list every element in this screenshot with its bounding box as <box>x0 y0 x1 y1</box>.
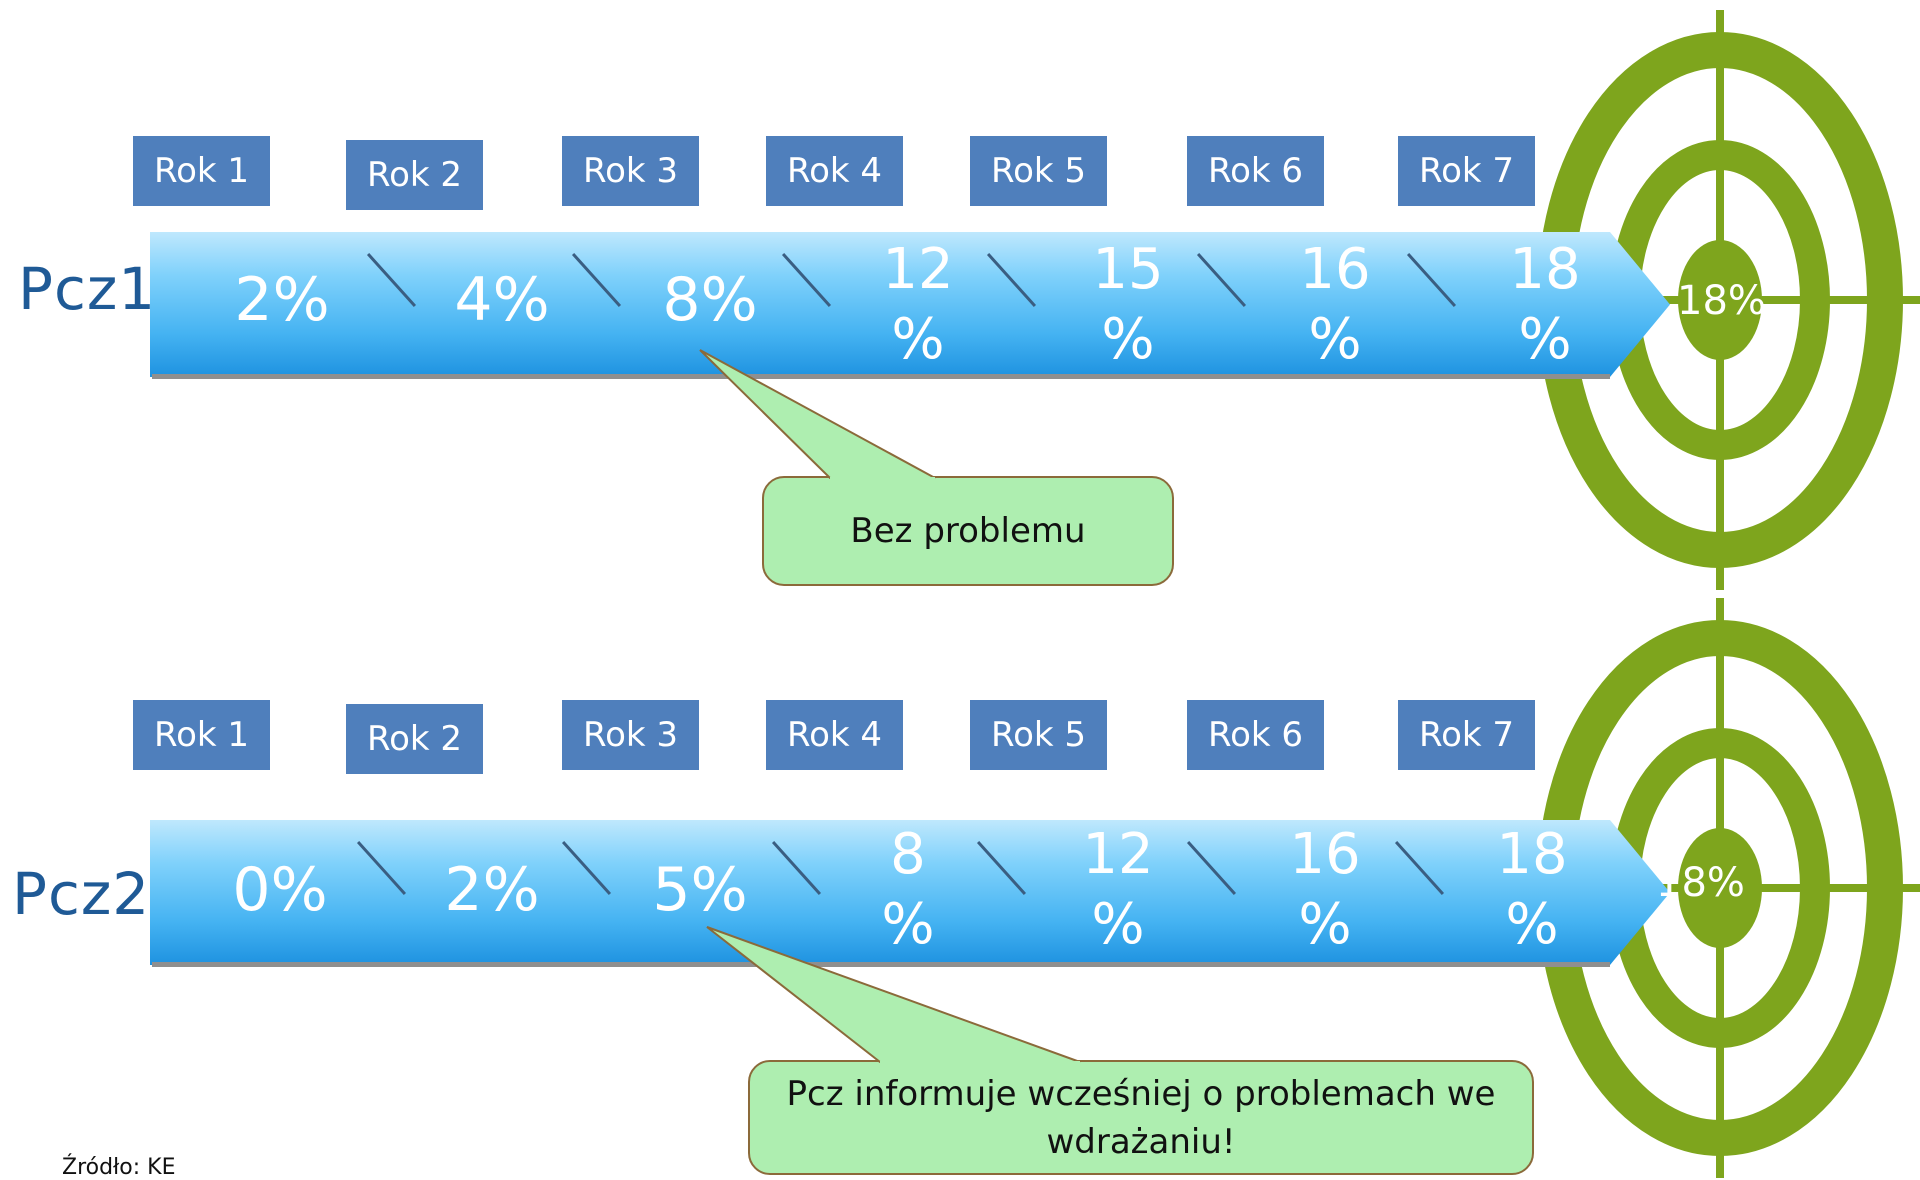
year-label: Rok 2 <box>346 704 483 774</box>
percent-value: 16 % <box>1299 237 1371 372</box>
year-label: Rok 1 <box>133 136 270 206</box>
percent-value: 12 % <box>1082 822 1154 957</box>
percent-value: 2% <box>234 265 330 335</box>
timeline-row-pcz1: Pcz1 Rok 1 Rok 2 Rok 3 Rok 4 Rok 5 Rok 6… <box>0 0 1920 590</box>
arrow-shadow <box>152 962 1610 967</box>
percent-value: 5% <box>652 855 748 925</box>
percent-value: 12 % <box>882 237 954 372</box>
year-label: Rok 5 <box>970 700 1107 770</box>
row-label: Pcz1 <box>18 255 157 323</box>
year-label: Rok 1 <box>133 700 270 770</box>
percent-value: 8% <box>662 265 758 335</box>
year-label: Rok 7 <box>1398 700 1535 770</box>
year-label: Rok 3 <box>562 136 699 206</box>
year-label: Rok 4 <box>766 136 903 206</box>
target-value: 18% <box>1677 278 1766 324</box>
percent-value: 16 % <box>1289 822 1361 957</box>
percent-value: 18 % <box>1509 237 1581 372</box>
year-label: Rok 2 <box>346 140 483 210</box>
percent-value: 4% <box>454 265 550 335</box>
percent-value: 0% <box>232 855 328 925</box>
percent-value: 18 % <box>1496 822 1568 957</box>
year-label: Rok 7 <box>1398 136 1535 206</box>
year-label: Rok 5 <box>970 136 1107 206</box>
percent-value: 2% <box>444 855 540 925</box>
year-label: Rok 3 <box>562 700 699 770</box>
year-label: Rok 6 <box>1187 136 1324 206</box>
year-label: Rok 6 <box>1187 700 1324 770</box>
percent-value: 15 % <box>1092 237 1164 372</box>
target-value: 18% <box>1656 860 1745 906</box>
percent-value: 8 % <box>881 822 935 957</box>
callout-bubble: Pcz informuje wcześniej o problemach we … <box>748 1060 1534 1175</box>
source-note: Źródło: KE <box>62 1155 176 1180</box>
timeline-row-pcz2: Pcz2 Rok 1 Rok 2 Rok 3 Rok 4 Rok 5 Rok 6… <box>0 588 1920 1178</box>
row-label: Pcz2 <box>12 860 151 928</box>
year-label: Rok 4 <box>766 700 903 770</box>
callout-bubble: Bez problemu <box>762 476 1174 586</box>
